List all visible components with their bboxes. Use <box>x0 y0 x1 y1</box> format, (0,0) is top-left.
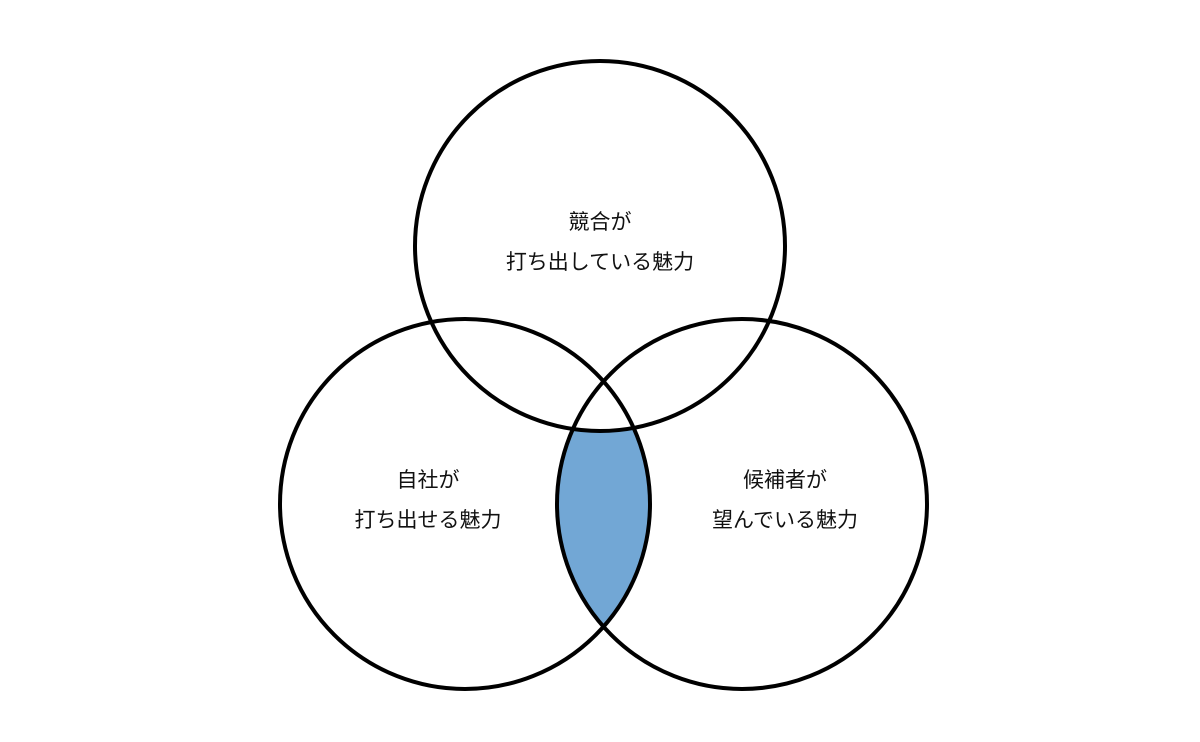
candidate-appeal-label: 候補者が 望んでいる魅力 <box>635 460 935 540</box>
company-appeal-label: 自社が 打ち出せる魅力 <box>278 460 578 540</box>
candidate-appeal-circle <box>555 317 929 691</box>
competitor-label-line-2: 打ち出している魅力 <box>505 250 695 274</box>
competitor-appeal-label: 競合が 打ち出している魅力 <box>450 202 750 282</box>
candidate-label-line-1: 候補者が <box>743 468 827 492</box>
company-label-line-2: 打ち出せる魅力 <box>354 508 502 532</box>
competitor-appeal-circle <box>413 59 787 433</box>
candidate-label-line-2: 望んでいる魅力 <box>712 508 858 532</box>
competitor-label-line-1: 競合が <box>568 210 632 234</box>
company-label-line-1: 自社が <box>396 468 460 492</box>
company-appeal-circle <box>278 317 652 691</box>
